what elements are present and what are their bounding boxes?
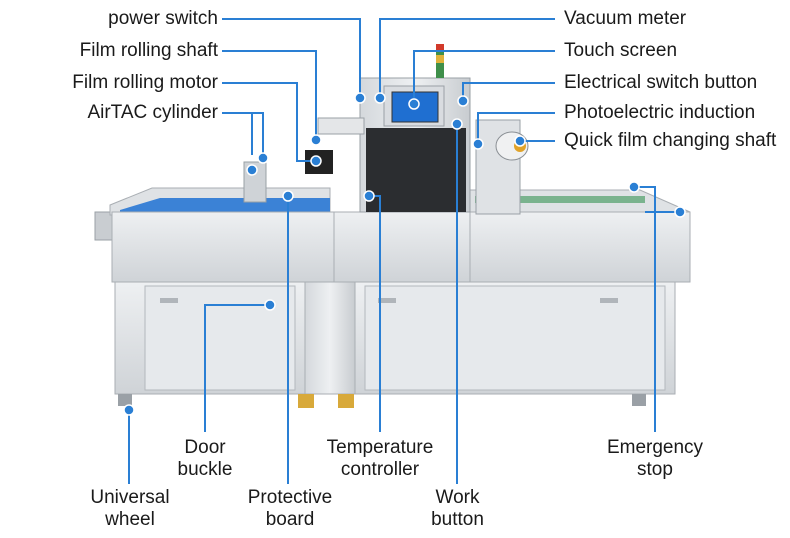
outfeed-belt — [475, 196, 645, 203]
marker-airtac-2 — [246, 164, 258, 176]
leader-electrical-switch — [462, 82, 555, 101]
marker-quick-film — [514, 135, 526, 147]
marker-door-buckle — [264, 299, 276, 311]
label-temperature-controller-line2: controller — [340, 459, 420, 480]
label-work-button-line2: button — [431, 509, 484, 530]
label-touch-screen: Touch screen — [564, 40, 678, 61]
marker-photoelectric — [472, 138, 484, 150]
leader-film-rolling-shaft — [222, 50, 317, 140]
label-work-button: Work button — [415, 487, 500, 531]
marker-touch-screen — [408, 98, 420, 110]
label-emergency-stop-line1: Emergency — [606, 437, 704, 458]
marker-vacuum-meter — [374, 92, 386, 104]
right-upper-panel — [469, 211, 691, 283]
label-work-button-line1: Work — [435, 487, 480, 508]
sealing-chamber — [366, 128, 466, 212]
label-door-buckle-line2: buckle — [177, 459, 233, 480]
label-electrical-switch-button: Electrical switch button — [564, 72, 758, 93]
label-universal-wheel-line2: wheel — [105, 509, 155, 530]
leader-emergency — [634, 186, 656, 432]
lower-door-right — [364, 285, 666, 391]
leader-photoelectric — [477, 112, 555, 144]
label-power-switch: power switch — [108, 8, 218, 29]
film-rolling-arm — [317, 117, 365, 135]
label-door-buckle: Door buckle — [165, 437, 245, 481]
door-handle-left — [160, 298, 178, 303]
label-quick-film-changing-shaft: Quick film changing shaft — [564, 130, 777, 151]
label-film-rolling-shaft: Film rolling shaft — [79, 40, 218, 61]
markers — [123, 92, 686, 416]
label-emergency-stop-line2: stop — [637, 459, 673, 480]
middle-upper-panel — [333, 211, 471, 283]
leader-door-buckle — [204, 304, 270, 432]
door-handle-right — [600, 298, 618, 303]
label-temperature-controller-line1: Temperature — [326, 437, 434, 458]
label-airtac-cylinder: AirTAC cylinder — [87, 102, 218, 123]
marker-emergency-1 — [628, 181, 640, 193]
marker-protective — [282, 190, 294, 202]
marker-emergency-2 — [674, 206, 686, 218]
marker-universal — [123, 404, 135, 416]
label-universal-wheel: Universal wheel — [80, 487, 180, 531]
blue-conveyor-belt — [120, 198, 330, 214]
marker-work-button — [451, 118, 463, 130]
label-film-rolling-motor: Film rolling motor — [72, 72, 218, 93]
label-universal-wheel-line1: Universal — [90, 487, 170, 508]
door-handle-mid — [378, 298, 396, 303]
left-upper-panel — [111, 211, 335, 283]
marker-temperature — [363, 190, 375, 202]
marker-film-rolling-shaft — [310, 134, 322, 146]
label-protective-board: Protective board — [235, 487, 345, 531]
leader-vacuum-meter — [379, 18, 555, 98]
marker-electrical-switch — [457, 95, 469, 107]
leader-power-switch — [222, 18, 361, 98]
leader-film-rolling-motor — [222, 82, 316, 162]
label-vacuum-meter: Vacuum meter — [564, 8, 687, 29]
marker-power-switch — [354, 92, 366, 104]
label-door-buckle-line1: Door — [184, 437, 226, 458]
label-protective-board-line2: board — [265, 509, 315, 530]
marker-airtac-1 — [257, 152, 269, 164]
machine — [94, 44, 691, 408]
label-temperature-controller: Temperature controller — [310, 437, 450, 481]
label-protective-board-line1: Protective — [247, 487, 333, 508]
label-photoelectric-induction: Photoelectric induction — [564, 102, 756, 123]
marker-film-rolling-motor — [310, 155, 322, 167]
wheels — [118, 394, 646, 408]
lower-cabinet-mid — [304, 281, 356, 395]
leader-touch-screen — [413, 50, 555, 104]
leader-airtac-cylinder — [222, 112, 264, 158]
label-emergency-stop: Emergency stop — [595, 437, 715, 481]
